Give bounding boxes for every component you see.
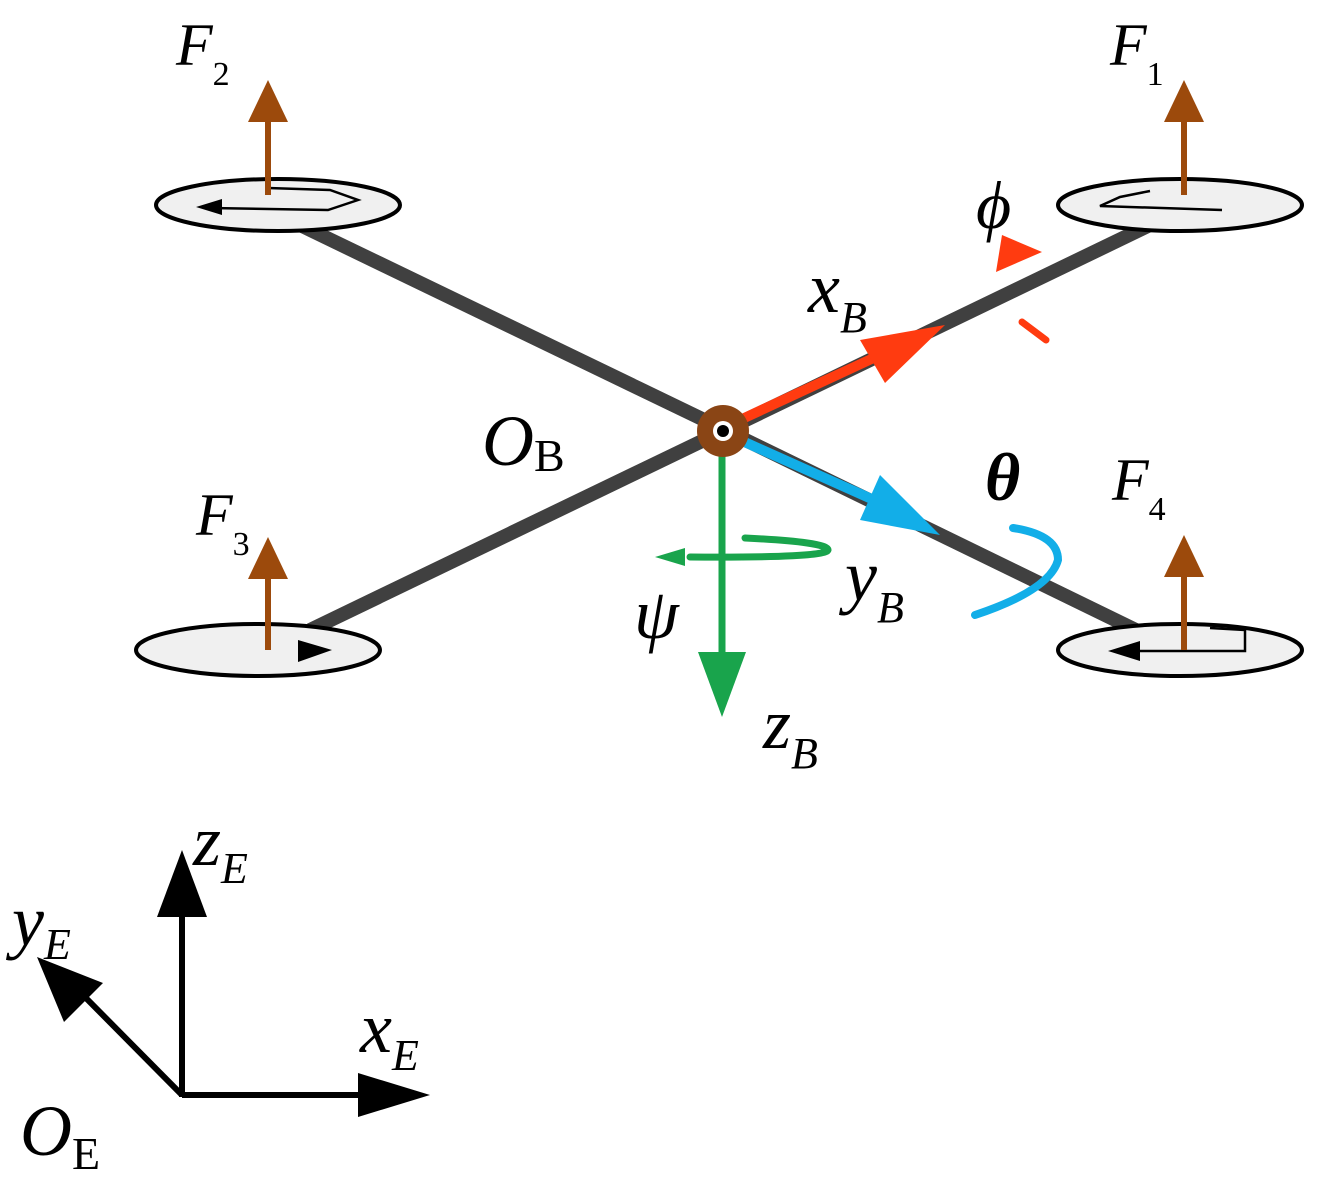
rotor-2 [154, 177, 402, 233]
body-x-axis [737, 325, 945, 425]
body-z-axis [698, 450, 746, 717]
body-y-axis [737, 435, 940, 535]
force-label-f4: F4 [1111, 447, 1166, 528]
body-x-label: xB [807, 248, 867, 342]
roll-angle-label: ϕ [976, 167, 1011, 243]
rotor-3-arrowhead [298, 640, 332, 662]
thrust-arrows [248, 80, 1204, 650]
body-origin-label: OB [482, 401, 565, 481]
pitch-rotation-indicator [971, 524, 1063, 619]
force-label-f2: F2 [175, 12, 230, 93]
roll-rotation-indicator [996, 235, 1050, 344]
arm-rear-left [306, 423, 729, 637]
earth-y-axis [75, 987, 185, 1098]
body-z-label: zB [762, 684, 818, 778]
rotor-4-arrowhead [1108, 641, 1140, 661]
body-y-label: yB [838, 536, 904, 632]
rotor-1 [1056, 177, 1304, 233]
thrust-arrowhead-f2 [248, 80, 288, 122]
thrust-arrowhead-f3 [248, 537, 288, 579]
earth-z-arrowhead [157, 850, 207, 917]
yaw-angle-label: ψ [634, 574, 680, 654]
earth-x-arrowhead [358, 1073, 430, 1117]
body-origin-hub [697, 405, 749, 457]
earth-frame-axes [37, 850, 430, 1117]
body-x-arrowhead [860, 325, 945, 383]
earth-origin-label: OE [20, 1091, 100, 1179]
earth-y-arrowhead [37, 957, 103, 1022]
rotor-2-arrowhead [196, 199, 222, 215]
rotor-2-rotation-arrow [209, 186, 362, 212]
body-y-arrowhead [860, 475, 940, 535]
rotor-4 [1056, 622, 1304, 678]
force-label-f1: F1 [1109, 12, 1164, 93]
force-label-f3: F3 [195, 482, 250, 563]
arm-front-left [296, 218, 729, 437]
earth-x-label: xE [359, 988, 419, 1080]
thrust-arrowhead-f1 [1164, 80, 1204, 122]
thrust-arrowhead-f4 [1164, 535, 1204, 577]
pitch-angle-label: θ [985, 439, 1020, 515]
body-z-arrowhead [698, 652, 746, 717]
earth-y-label: yE [5, 881, 71, 969]
rotor-4-rotation-arrow [1128, 626, 1247, 653]
earth-z-label: zE [192, 801, 248, 893]
yaw-rotation-indicator [655, 534, 832, 566]
rotor-1-rotation-arrow [1099, 189, 1223, 212]
rotor-3 [134, 622, 382, 678]
